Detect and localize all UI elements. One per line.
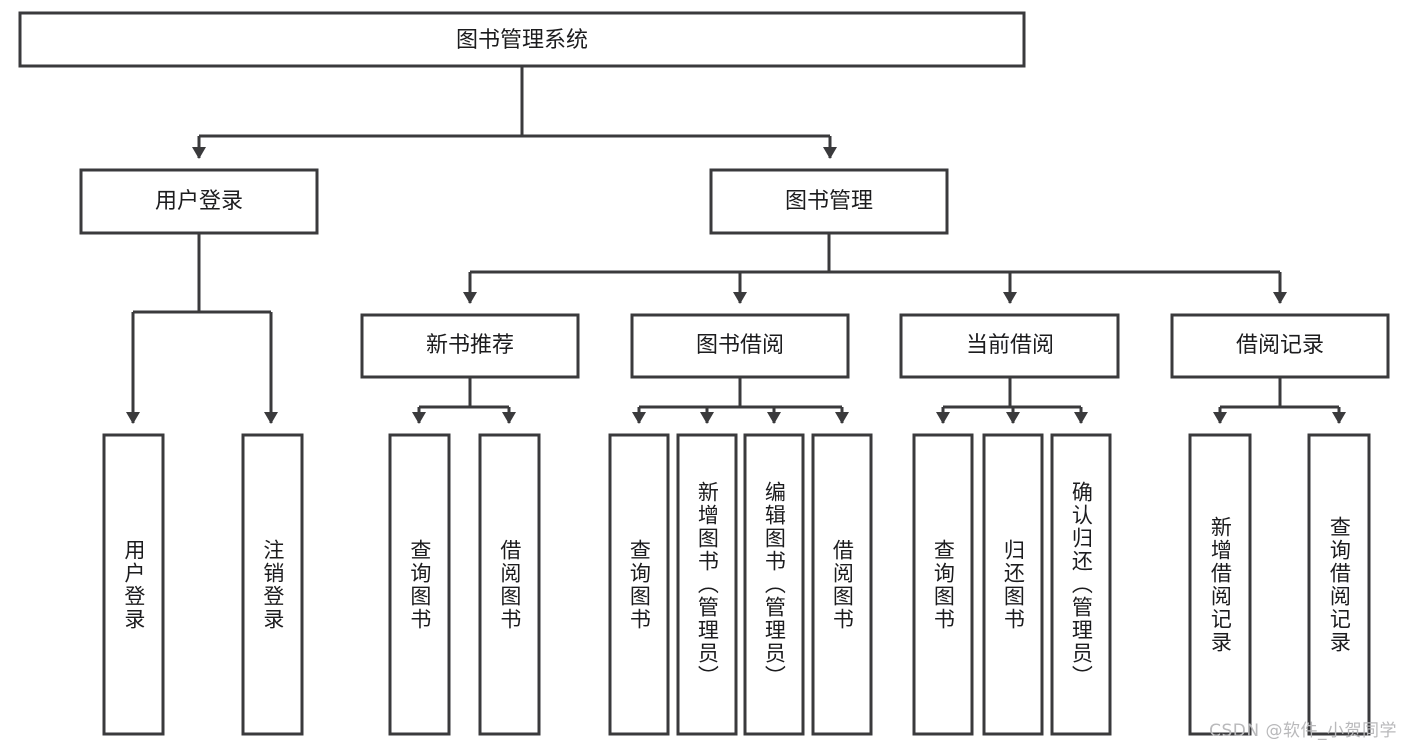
node-user-login[interactable]: 用户登录 <box>79 168 319 235</box>
leaf-box-nb-query <box>388 433 451 736</box>
leaf-box-bb-add <box>676 433 738 736</box>
node-root[interactable]: 图书管理系统 <box>18 11 1026 68</box>
node-current-borrow[interactable]: 当前借阅 <box>899 313 1120 379</box>
leaf-box-br-add <box>1188 433 1252 736</box>
connector-bookborrow-to-leaves <box>632 377 849 424</box>
node-book-management[interactable]: 图书管理 <box>709 168 949 235</box>
node-current-borrow-label: 当前借阅 <box>966 333 1054 358</box>
leaf-box-cb-confirm <box>1050 433 1112 736</box>
leaf-box-logout <box>241 433 304 736</box>
leaf-box-bb-borrow <box>811 433 873 736</box>
node-new-book-recommend[interactable]: 新书推荐 <box>360 313 580 379</box>
leaf-box-br-query <box>1307 433 1371 736</box>
node-root-label: 图书管理系统 <box>456 28 588 53</box>
csdn-watermark: CSDN @软件_小贺同学 <box>1209 721 1397 741</box>
node-book-borrow[interactable]: 图书借阅 <box>630 313 850 379</box>
node-user-login-label: 用户登录 <box>155 189 243 214</box>
connector-bookmgmt-to-level2 <box>463 233 1287 304</box>
leaf-box-nb-borrow <box>478 433 541 736</box>
node-borrow-record[interactable]: 借阅记录 <box>1170 313 1390 379</box>
leaf-box-user-login <box>102 433 165 736</box>
node-book-management-label: 图书管理 <box>785 189 873 214</box>
leaf-box-cb-return <box>982 433 1044 736</box>
node-new-book-recommend-label: 新书推荐 <box>426 333 514 358</box>
leaf-box-bb-edit <box>743 433 805 736</box>
node-book-borrow-label: 图书借阅 <box>696 333 784 358</box>
connector-borrowrecord-to-leaves <box>1213 377 1346 424</box>
leaf-box-bb-query <box>608 433 670 736</box>
connector-currentborrow-to-leaves <box>936 377 1088 424</box>
connector-newbook-to-leaves <box>412 377 516 424</box>
leaf-box-cb-query <box>912 433 974 736</box>
leaf-boxes <box>102 433 1371 736</box>
connector-userlogin-to-leaves <box>126 233 278 424</box>
node-borrow-record-label: 借阅记录 <box>1236 333 1324 358</box>
connector-root-to-level1 <box>192 66 837 159</box>
